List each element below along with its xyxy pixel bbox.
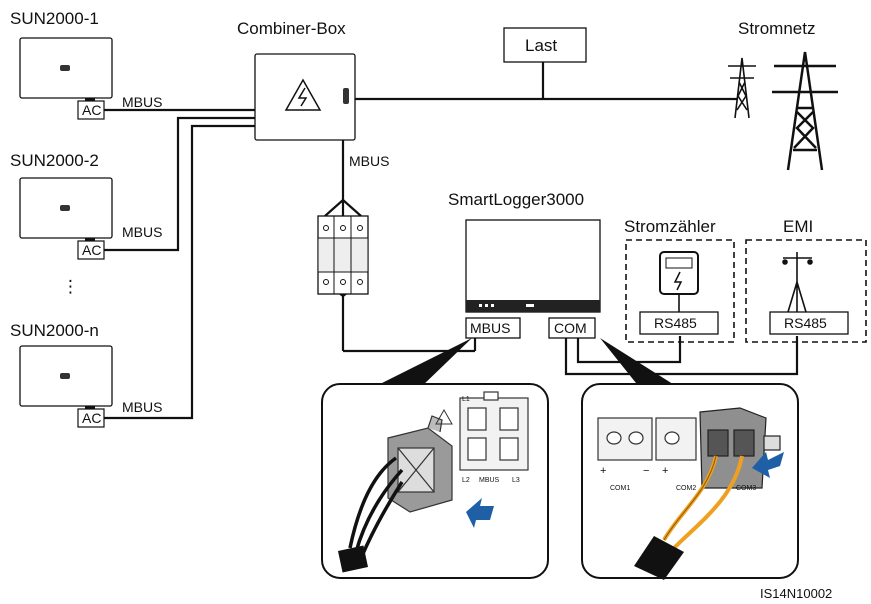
detail-com-frame [581,383,799,579]
inverter-n: SUN2000-n AC MBUS [10,321,162,428]
detail-minus-1: − [643,465,649,477]
inverter-1-led-icon [60,65,70,71]
detail-mbus-connector: L1 L2 MBUS L3 [321,383,549,579]
inverter-n-led-icon [60,373,70,379]
warning-icon [284,78,322,111]
detail-com2-label: COM2 [676,485,696,492]
detail-com3-label: COM3 [736,485,756,492]
inverter-2: SUN2000-2 AC MBUS [10,151,162,260]
inverter-1-cable-label: MBUS [122,94,162,110]
callout-wedge-mbus [376,338,472,388]
meter-rs485-port [639,311,719,335]
detail-plus-1: + [600,465,606,477]
detail-mbus-label: MBUS [479,477,500,484]
smartlogger: SmartLogger3000 MBUS COM [448,190,601,339]
load-box: Last [503,27,587,63]
inverter-1: SUN2000-1 AC MBUS [10,9,162,120]
detail-l1-label: L1 [462,396,470,403]
meter-frame [625,239,735,343]
grid-label: Stromnetz [738,19,815,38]
com-insert-arrow-icon [752,452,784,478]
emi-title: EMI [783,217,813,236]
inverter-2-cable-label: MBUS [122,224,162,240]
inverter-cables [104,108,255,420]
combiner-mbus-label: MBUS [349,153,389,169]
detail-plus-2: + [662,465,668,477]
smartlogger-title: SmartLogger3000 [448,190,584,209]
smartlogger-mbus-port [465,317,521,339]
detail-com-connector: + − + COM1 COM2 COM3 [581,383,799,580]
combiner-box-title: Combiner-Box [237,19,346,38]
inverter-n-cable-label: MBUS [122,399,162,415]
grid: Stromnetz [728,19,838,171]
weather-station-icon [782,252,813,313]
inverter-2-label: SUN2000-2 [10,151,99,170]
terminal-block-icon [699,407,781,489]
smartlogger-mbus-label: MBUS [470,320,510,336]
plug-icon [387,408,453,513]
detail-com1-label: COM1 [610,485,630,492]
callout-wedge-com [600,338,676,388]
insert-arrow-icon [466,498,494,528]
figure-id: IS14N10002 [760,586,832,601]
large-tower-icon [772,51,838,171]
meter-title: Stromzähler [624,217,716,236]
load-box-body [503,27,587,63]
combiner-handle-icon [343,88,349,104]
smartlogger-com-port [548,317,596,339]
ellipsis: ⋮ [62,277,79,296]
rs485-twisted-wires [662,455,744,550]
load-label: Last [525,36,557,55]
smartlogger-body [465,219,601,313]
meter-rs485-label: RS485 [654,315,697,331]
inverter-2-led-icon [60,205,70,211]
small-tower-icon [728,57,756,119]
combiner-box-body [254,53,356,141]
inverter-n-ac-label: AC [82,410,101,426]
combiner-box: Combiner-Box [237,19,356,141]
detail-l3-label: L3 [512,477,520,484]
inverter-1-ac-label: AC [82,102,101,118]
breaker-module [317,215,369,295]
inverter-1-label: SUN2000-1 [10,9,99,28]
emi: EMI RS485 [745,217,867,343]
grid-lines [355,62,738,101]
inverter-n-label: SUN2000-n [10,321,99,340]
inverter-2-ac-label: AC [82,242,101,258]
smartlogger-com-label: COM [554,320,587,336]
emi-rs485-label: RS485 [784,315,827,331]
emi-rs485-port [769,311,849,335]
detail-l2-label: L2 [462,477,470,484]
mbus-wires [348,456,404,557]
emi-frame [745,239,867,343]
meter: Stromzähler RS485 [624,217,735,343]
